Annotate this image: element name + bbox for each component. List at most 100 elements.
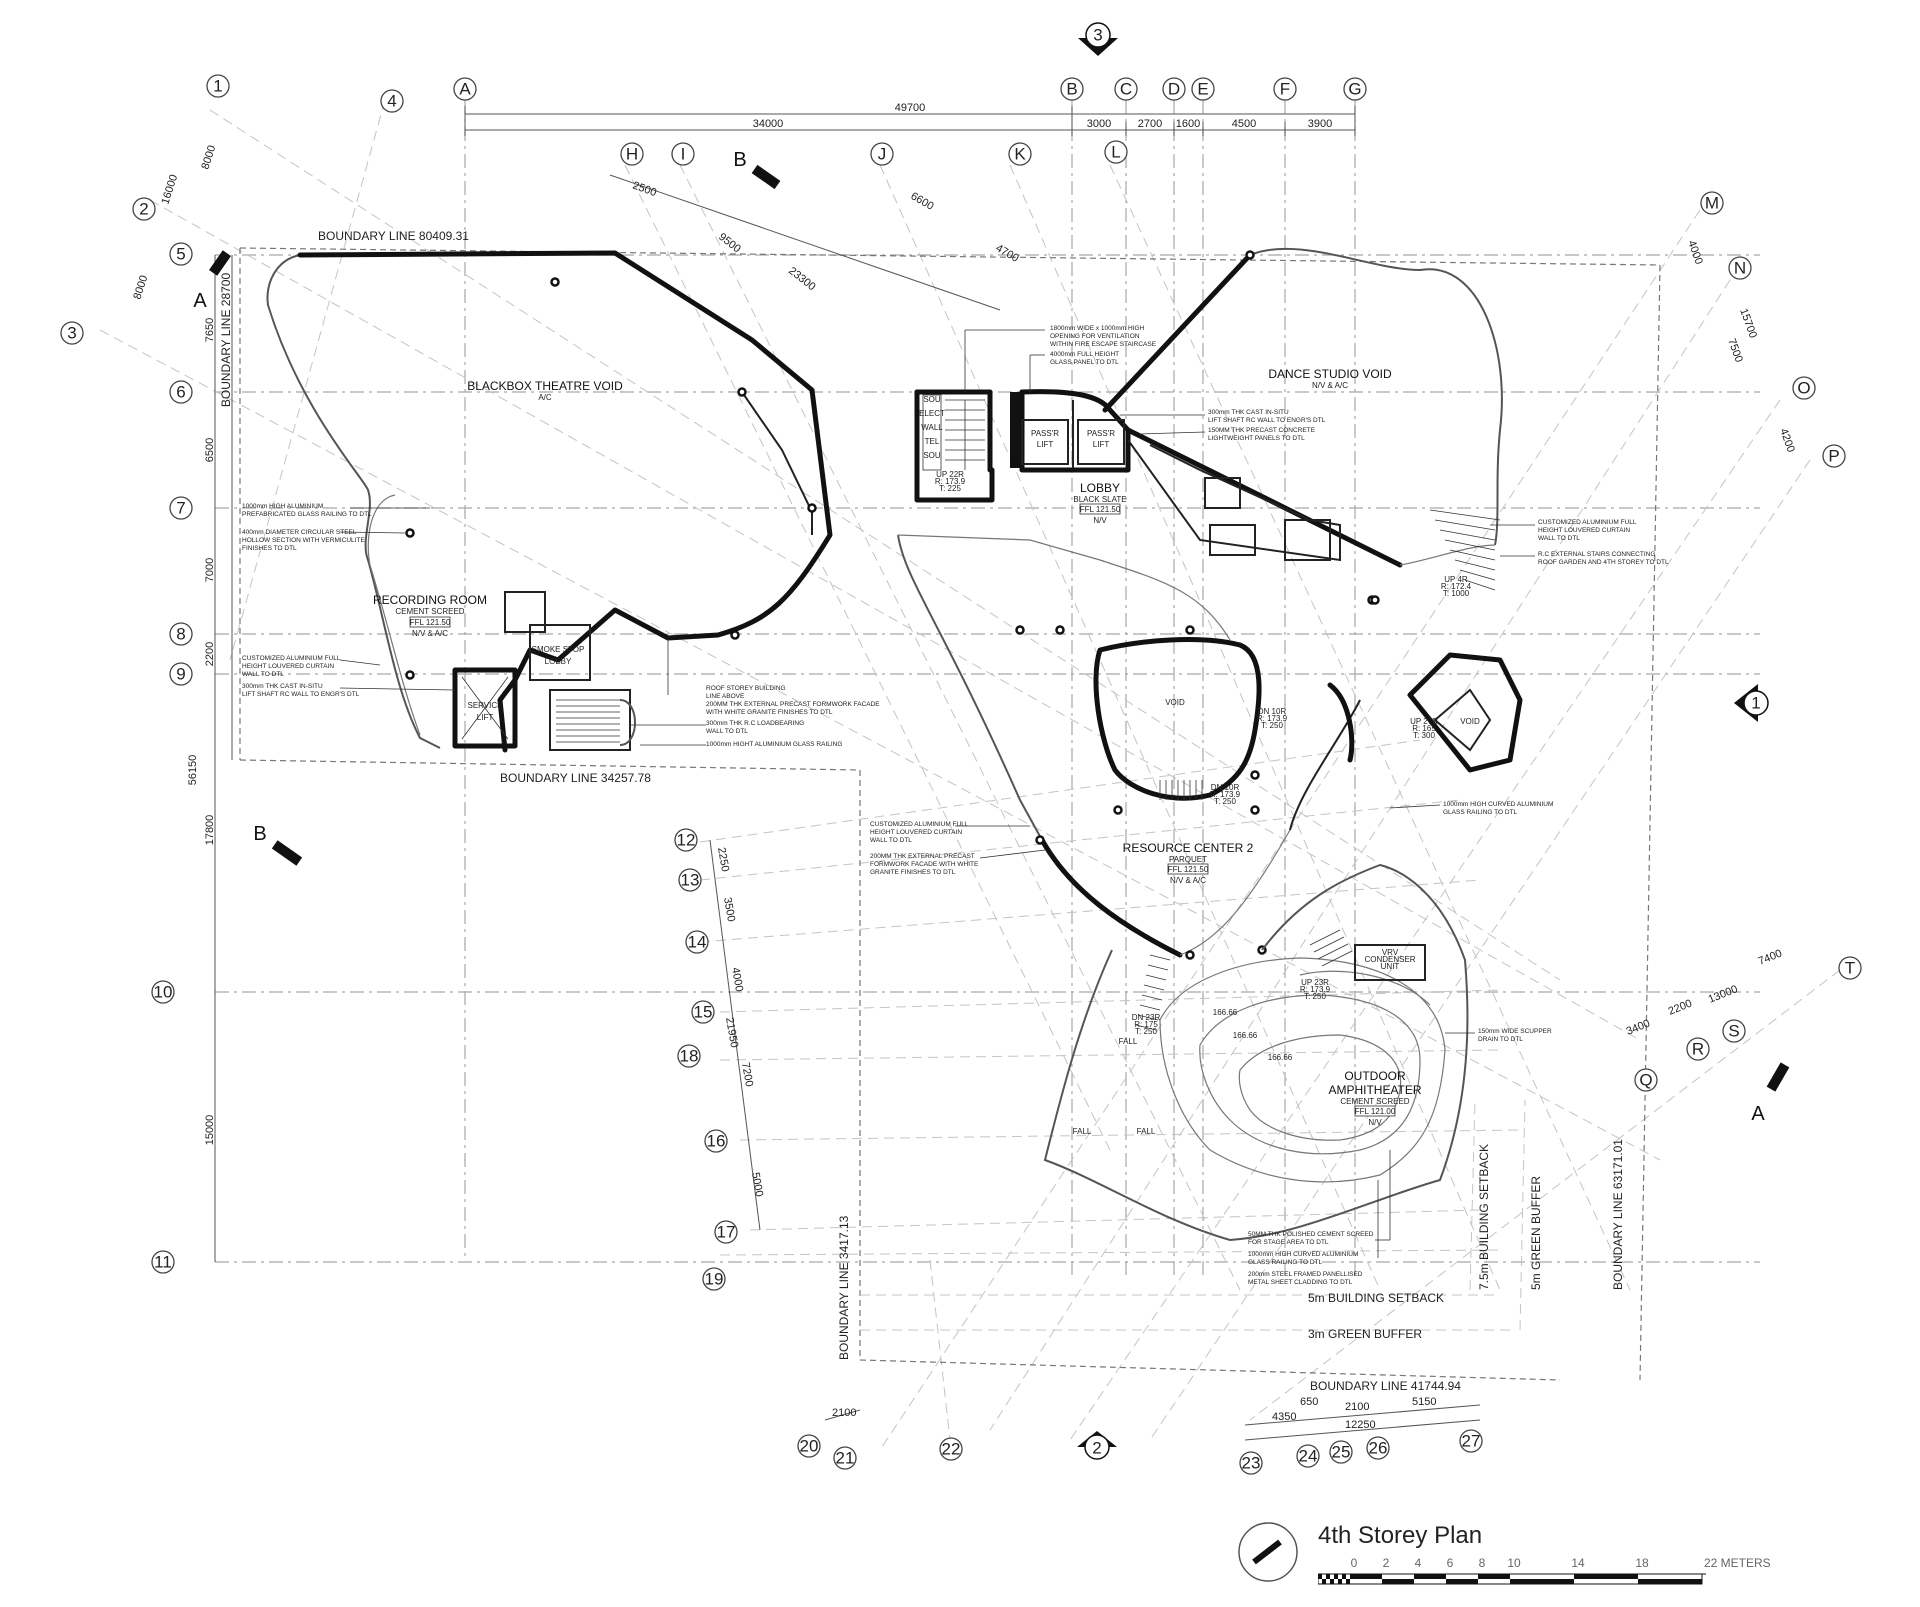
stair4-up: UP 27R (1410, 717, 1438, 726)
grid-label-10: 10 (154, 983, 173, 1002)
diag-dim-21: 7200 (739, 1061, 755, 1087)
recording-label: RECORDING ROOM (373, 593, 487, 607)
boundary-top: BOUNDARY LINE 80409.31 (318, 229, 469, 243)
grid-label-3: 3 (67, 324, 76, 343)
note-3a: CUSTOMIZED ALUMINIUM FULL (242, 655, 341, 662)
note-5b: LINE ABOVE (706, 693, 745, 700)
note-16c: WALL TO DTL (870, 837, 912, 844)
dim-seg-6: 3900 (1308, 118, 1332, 130)
note-13a: CUSTOMIZED ALUMINIUM FULL (1538, 519, 1637, 526)
note-16a: CUSTOMIZED ALUMINIUM FULL (870, 821, 969, 828)
scale-label-10: 10 (1507, 1556, 1521, 1570)
fall-3: FALL (1137, 1127, 1156, 1136)
dim-left-1: 7650 (204, 318, 216, 342)
lobby-ffl: FFL 121.50 (1080, 505, 1121, 514)
note-4a: 300mm THK CAST IN-SITU (242, 683, 323, 690)
note-13c: WALL TO DTL (1538, 535, 1580, 542)
plan-title: 4th Storey Plan (1318, 1522, 1483, 1549)
note-20a: 1000mm HIGH CURVED ALUMINIUM (1248, 1251, 1358, 1258)
dim-seg-2: 3000 (1087, 118, 1111, 130)
grid-label-Q: Q (1639, 1071, 1652, 1090)
amphi-sub: CEMENT SCREED (1340, 1097, 1409, 1106)
grid-label-H: H (626, 145, 638, 164)
smoke-lobby-2: LOBBY (545, 657, 572, 666)
core-label-5: SOU (923, 451, 941, 460)
rec-stair (556, 699, 620, 743)
note-10a: 4000mm FULL HEIGHT (1050, 351, 1119, 358)
grid-label-25: 25 (1332, 1443, 1351, 1462)
section-marker-a-bottom: A (1751, 1062, 1790, 1125)
stair7-dn: DN 23R (1132, 1013, 1161, 1022)
note-18a: 150mm WIDE SCUPPER (1478, 1028, 1552, 1035)
diag-dim-9: 4000 (1685, 239, 1705, 266)
diag-dim-5: 4700 (994, 242, 1021, 265)
lobby-nv: N/V (1093, 516, 1107, 525)
stair1-up: UP 22R (936, 470, 964, 479)
dance-sub: N/V & A/C (1312, 381, 1348, 390)
dim-left-5: 2200 (204, 642, 216, 666)
grid-label-26: 26 (1369, 1439, 1388, 1458)
note-16b: HEIGHT LOUVERED CURTAIN (870, 829, 962, 836)
setback-7-5m: 7.5m BUILDING SETBACK (1477, 1144, 1491, 1290)
diag-dim-10: 15700 (1737, 307, 1759, 340)
note-1a: 1000mm HIGH ALUMINIUM (242, 503, 323, 510)
core-label-1: SOU (923, 395, 941, 404)
stair6-r: R: 173.9 (1300, 985, 1331, 994)
note-10b: GLASS PANEL TO DTL (1050, 359, 1119, 366)
note-11a: 300mm THK CAST IN-SITU (1208, 409, 1289, 416)
smoke-lobby-1: SMOKE STOP (532, 645, 585, 654)
scale-label-18: 18 (1635, 1556, 1649, 1570)
diag-dim-2: 9500 (716, 231, 743, 256)
grid-label-17: 17 (717, 1223, 736, 1242)
grid-label-T: T (1845, 959, 1855, 978)
dim-overall: 49700 (895, 102, 926, 114)
diag-dim-11: 7500 (1725, 337, 1745, 364)
buffer-3m: 3m GREEN BUFFER (1308, 1327, 1422, 1341)
amphi-nv: N/V (1368, 1118, 1382, 1127)
note-15b: GLASS RAILING TO DTL (1443, 809, 1518, 816)
grid-label-7: 7 (176, 499, 185, 518)
boundary-mid: BOUNDARY LINE 34257.78 (500, 771, 651, 785)
section-markers: A A B B 1 2 3 (193, 22, 1790, 1460)
note-11b: LIFT SHAFT RC WALL TO ENGR'S DTL (1208, 417, 1326, 424)
stair3-dn: DN 10R (1211, 783, 1240, 792)
note-6a: 200MM THK EXTERNAL PRECAST FORMWORK FACA… (706, 701, 880, 708)
lift-1-line1: PASS'R (1031, 429, 1059, 438)
grid-label-20: 20 (800, 1437, 819, 1456)
resource-sub: PARQUET (1169, 855, 1207, 864)
note-21a: 200mm STEEL FRAMED PANELLISED (1248, 1271, 1363, 1278)
dim-bottom-3: 2100 (1345, 1401, 1369, 1413)
dim-bottom-2: 650 (1300, 1396, 1318, 1408)
grid-label-J: J (878, 145, 887, 164)
north-arrow-icon (1238, 1522, 1298, 1582)
blackbox-label: BLACKBOX THEATRE VOID (467, 379, 623, 393)
note-12b: LIGHTWEIGHT PANELS TO DTL (1208, 435, 1305, 442)
note-12a: 150MM THK PRECAST CONCRETE (1208, 427, 1316, 434)
left-dimension-chain: 7650 BOUNDARY LINE 28700 6500 7000 2200 … (187, 255, 233, 1262)
grid-label-G: G (1348, 80, 1361, 99)
diag-dim-22: 5000 (749, 1171, 765, 1197)
dim-left-6: 56150 (187, 755, 199, 786)
lobby-core: SOU ELECT WALL TEL SOU PASS'R LIFT PASS'… (914, 389, 1131, 525)
grid-label-5: 5 (176, 245, 185, 264)
void2-label: VOID (1460, 717, 1480, 726)
stair4-r: R: 165 (1412, 724, 1436, 733)
scale-label-0: 0 (1351, 1556, 1358, 1570)
grid-label-15: 15 (694, 1003, 713, 1022)
blackbox-theatre: BLACKBOX THEATRE VOID A/C (266, 250, 833, 753)
stair2-dn: DN 10R (1258, 707, 1287, 716)
void1-stair (1159, 780, 1203, 800)
grid-label-B: B (1066, 80, 1077, 99)
scale-label-14: 14 (1571, 1556, 1585, 1570)
section-marker-a-top: A (193, 250, 231, 312)
lift-2-line2: LIFT (1093, 440, 1110, 449)
note-2b: HOLLOW SECTION WITH VERMICULITE (242, 537, 365, 544)
diag-dim-15: 2200 (1667, 997, 1694, 1017)
dim-seg-5: 4500 (1232, 118, 1256, 130)
setback-5m: 5m BUILDING SETBACK (1308, 1291, 1444, 1305)
stair5-t: T: 1000 (1443, 589, 1470, 598)
blackbox-sub: A/C (538, 393, 552, 402)
note-13b: HEIGHT LOUVERED CURTAIN (1538, 527, 1630, 534)
site-boundary (239, 247, 1661, 1381)
